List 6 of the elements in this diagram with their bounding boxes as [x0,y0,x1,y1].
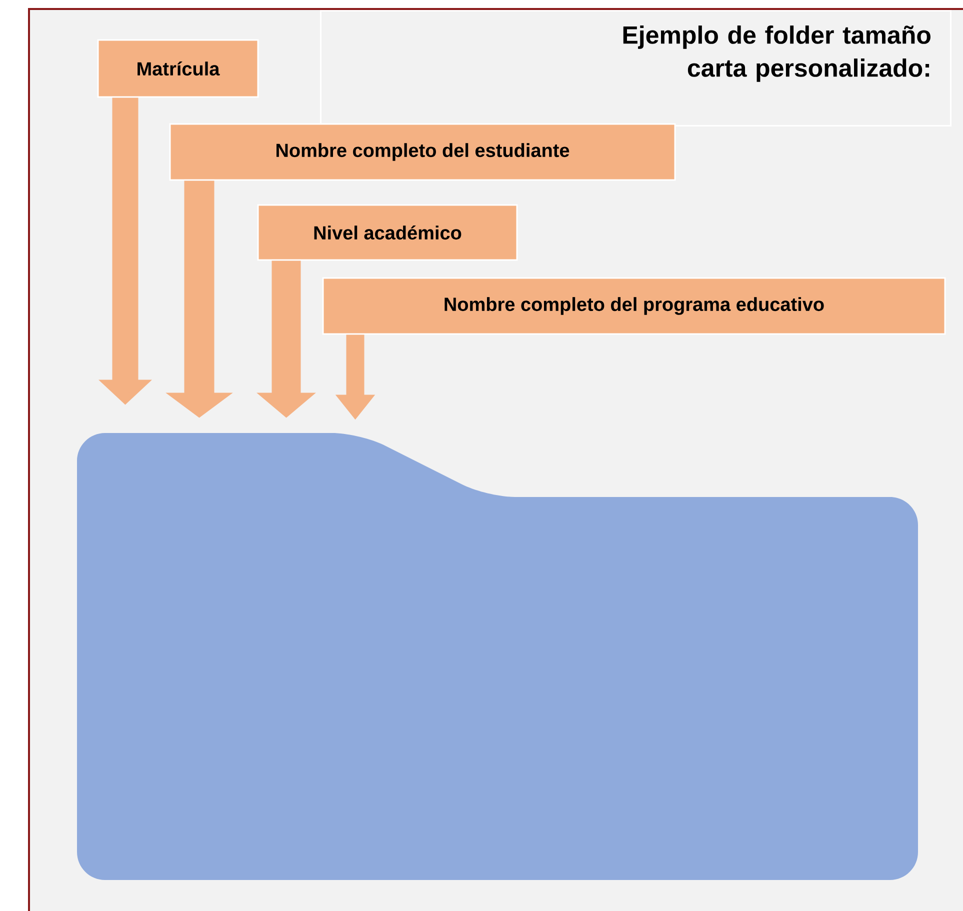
folder-drawing [77,433,918,880]
label-box: Matrícula [97,39,259,98]
title-box: Ejemplo de folder tamaño carta personalizado: [320,10,952,126]
label-box: Nivel académico [257,204,518,261]
label-box: Nombre completo del estudiante [169,123,676,181]
label-box: Nombre completo del programa educativo [322,277,946,335]
